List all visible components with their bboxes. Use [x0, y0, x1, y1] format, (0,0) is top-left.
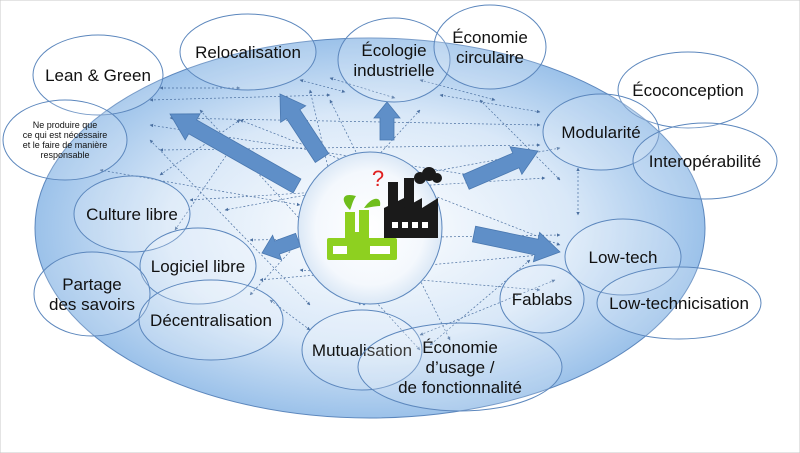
block-arrow — [471, 225, 561, 263]
node-label: Logiciel libre — [151, 257, 246, 276]
node-label: Interopérabilité — [649, 152, 761, 171]
node-ellipse — [32, 34, 164, 116]
node-ellipse — [564, 218, 682, 296]
node-fablabs: Fablabs — [499, 264, 585, 334]
node-low-technicisation: Low-technicisation — [596, 266, 762, 340]
block-arrow — [169, 113, 302, 194]
node-label: industrielle — [353, 61, 434, 80]
question-mark: ? — [372, 166, 384, 191]
node-relocalisation: Relocalisation — [179, 13, 317, 91]
node-ellipse — [301, 309, 423, 391]
node-label: des savoirs — [49, 295, 135, 314]
block-arrow — [279, 93, 330, 163]
node-label: Décentralisation — [150, 311, 272, 330]
node-label: et le faire de manière — [23, 140, 108, 150]
node-ecoconception: Écoconception — [617, 51, 759, 129]
node-label: Fablabs — [512, 290, 572, 309]
node-culture-libre: Culture libre — [73, 175, 191, 253]
node-label: Relocalisation — [195, 43, 301, 62]
node-low-tech: Low-tech — [564, 218, 682, 296]
node-ellipse — [433, 4, 547, 90]
node-ellipse — [179, 13, 317, 91]
node-label: Low-technicisation — [609, 294, 749, 313]
node-ellipse — [73, 175, 191, 253]
block-arrow — [261, 232, 301, 261]
node-logiciel-libre: Logiciel libre — [139, 227, 257, 305]
node-label: Partage — [62, 275, 122, 294]
node-label: Ne produire que — [33, 120, 98, 130]
node-ellipse — [499, 264, 585, 334]
node-label: Low-tech — [589, 248, 658, 267]
node-label: Économie — [422, 338, 498, 357]
node-label: Mutualisation — [312, 341, 412, 360]
node-label: responsable — [40, 150, 89, 160]
node-ellipse — [33, 251, 151, 337]
node-modularite: Modularité — [542, 93, 660, 171]
node-label: d’usage / — [426, 358, 495, 377]
eco-plant-icon — [327, 194, 397, 260]
node-ellipse — [357, 322, 563, 412]
node-ellipse — [2, 99, 128, 181]
node-decentralisation: Décentralisation — [138, 279, 284, 361]
node-ellipse — [337, 17, 451, 103]
node-label: Modularité — [561, 123, 640, 142]
node-ellipse — [632, 122, 778, 200]
connector-line — [269, 299, 311, 331]
connector-line — [329, 77, 396, 99]
node-label: Lean & Green — [45, 66, 151, 85]
node-label: Culture libre — [86, 205, 178, 224]
connector-line — [479, 99, 561, 181]
factory-icon — [384, 167, 442, 238]
node-label: Économie — [452, 28, 528, 47]
node-label: Écoconception — [632, 81, 744, 100]
node-mutualisation: Mutualisation — [301, 309, 423, 391]
node-ellipse — [596, 266, 762, 340]
node-ellipse — [138, 279, 284, 361]
big-arrows — [169, 93, 561, 306]
node-ellipse — [617, 51, 759, 129]
node-interoperabilite: Interopérabilité — [632, 122, 778, 200]
node-label: Écologie — [361, 41, 426, 60]
node-ellipse — [139, 227, 257, 305]
node-label: ce qui est nécessaire — [23, 130, 108, 140]
block-arrow — [462, 146, 539, 190]
node-label: de fonctionnalité — [398, 378, 522, 397]
node-lean-green: Lean & Green — [32, 34, 164, 116]
connector-line — [419, 79, 496, 101]
node-label: circulaire — [456, 48, 524, 67]
block-arrow — [373, 101, 401, 141]
